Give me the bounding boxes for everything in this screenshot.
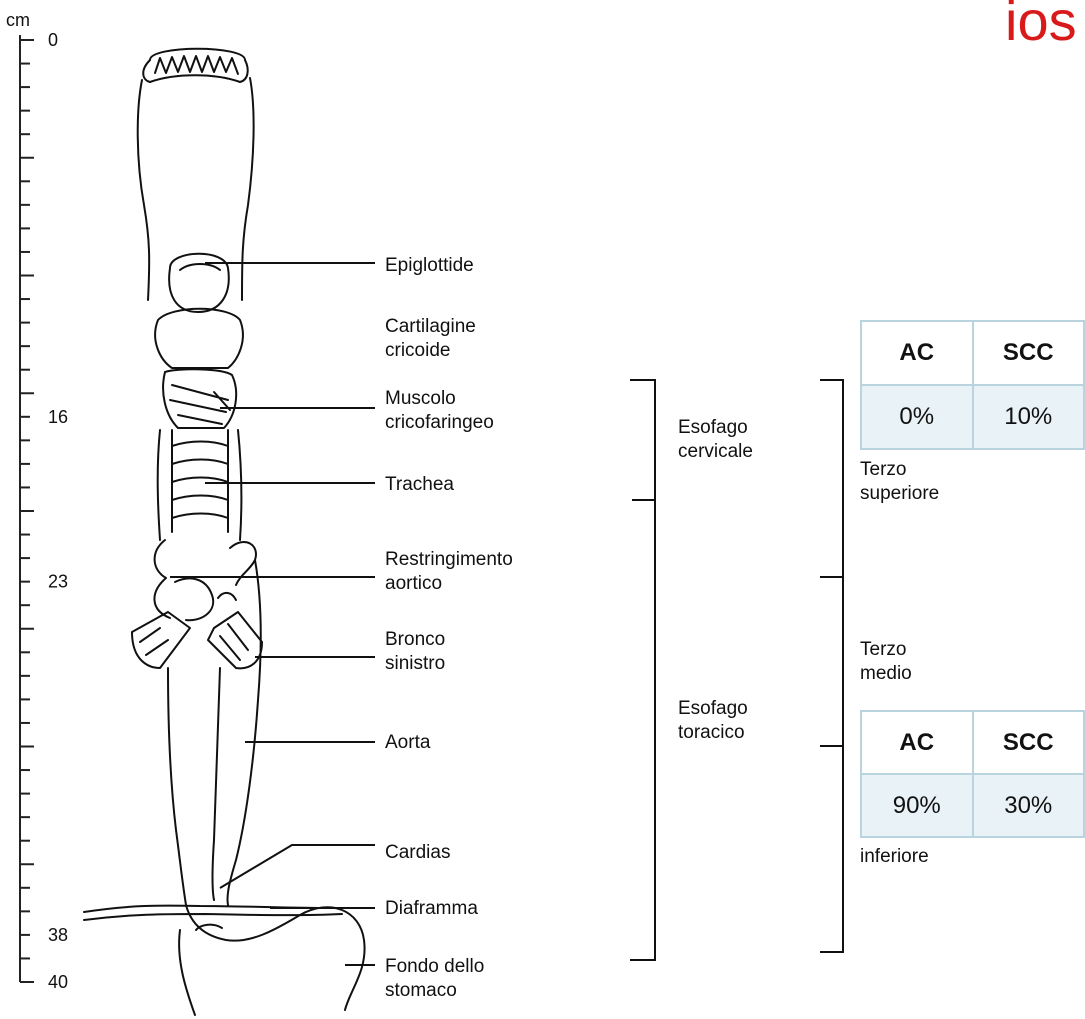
value-ac: 0% [861, 385, 973, 449]
pharynx-teeth [155, 56, 238, 74]
value-scc: 30% [973, 774, 1085, 837]
cricoid-shape [155, 309, 243, 368]
label-gastric-fundus: Fondo dello stomaco [385, 956, 484, 1001]
label-trachea: Trachea [385, 474, 454, 495]
section-line: cervicale [678, 441, 753, 462]
trachea-shape [172, 430, 228, 532]
label-diaphragm: Diaframma [385, 898, 478, 919]
label-line: Trachea [385, 474, 454, 495]
label-left-bronchus: Bronco sinistro [385, 629, 445, 674]
label-line: Diaframma [385, 898, 478, 919]
scale-label: 23 [48, 572, 68, 592]
label-line: Bronco [385, 629, 445, 650]
upper-third-table: AC SCC 0% 10% [860, 320, 1085, 450]
section-cervical: Esofago cervicale [678, 417, 753, 462]
scale-labels: 0 16 23 38 40 [48, 30, 68, 992]
scale-label: 0 [48, 30, 58, 50]
section-thoracic: Esofago toracico [678, 698, 748, 743]
pharynx [138, 78, 254, 300]
aortic-arch [154, 540, 256, 618]
header-scc: SCC [973, 711, 1085, 774]
section-line: toracico [678, 722, 745, 743]
label-cardia: Cardias [385, 842, 450, 863]
label-line: Cartilagine [385, 316, 476, 337]
anatomy-drawing [84, 49, 365, 1015]
section-line: Esofago [678, 698, 748, 719]
value-ac: 90% [861, 774, 973, 837]
label-line: Epiglottide [385, 255, 474, 276]
label-line: Cardias [385, 842, 450, 863]
scale-label: 38 [48, 925, 68, 945]
label-line: aortico [385, 573, 442, 594]
third-middle: Terzo medio [860, 639, 912, 684]
header-ac: AC [861, 321, 973, 385]
partial-heading: ios [1005, 0, 1077, 52]
label-aortic-narrowing: Restringimento aortico [385, 549, 513, 594]
third-line: inferiore [860, 846, 929, 867]
value-scc: 10% [973, 385, 1085, 449]
third-line: Terzo [860, 639, 906, 660]
label-cricoid: Cartilagine cricoide [385, 316, 476, 361]
label-line: stomaco [385, 980, 457, 1001]
stomach-shape [186, 905, 365, 1010]
aorta-descending [227, 560, 260, 905]
lower-third-table: AC SCC 90% 30% [860, 710, 1085, 838]
scale-label: 16 [48, 407, 68, 427]
label-line: cricofaringeo [385, 412, 494, 433]
label-line: Fondo dello [385, 956, 484, 977]
pharynx-opening [143, 49, 247, 82]
header-ac: AC [861, 711, 973, 774]
cm-ruler [20, 35, 34, 982]
label-epiglottis: Epiglottide [385, 255, 474, 276]
label-line: Restringimento [385, 549, 513, 570]
label-line: sinistro [385, 653, 445, 674]
scale-label: 40 [48, 972, 68, 992]
third-line: Terzo [860, 459, 906, 480]
third-line: superiore [860, 483, 939, 504]
section-brackets [630, 380, 843, 960]
label-line: cricoide [385, 340, 450, 361]
scale-unit-label: cm [6, 10, 30, 30]
section-line: Esofago [678, 417, 748, 438]
esophagus-lower [168, 668, 220, 905]
label-line: Aorta [385, 732, 431, 753]
label-aorta: Aorta [385, 732, 431, 753]
third-upper: Terzo superiore [860, 459, 939, 504]
third-line: medio [860, 663, 912, 684]
header-scc: SCC [973, 321, 1085, 385]
label-line: Muscolo [385, 388, 456, 409]
label-cricopharyngeus: Muscolo cricofaringeo [385, 388, 494, 433]
